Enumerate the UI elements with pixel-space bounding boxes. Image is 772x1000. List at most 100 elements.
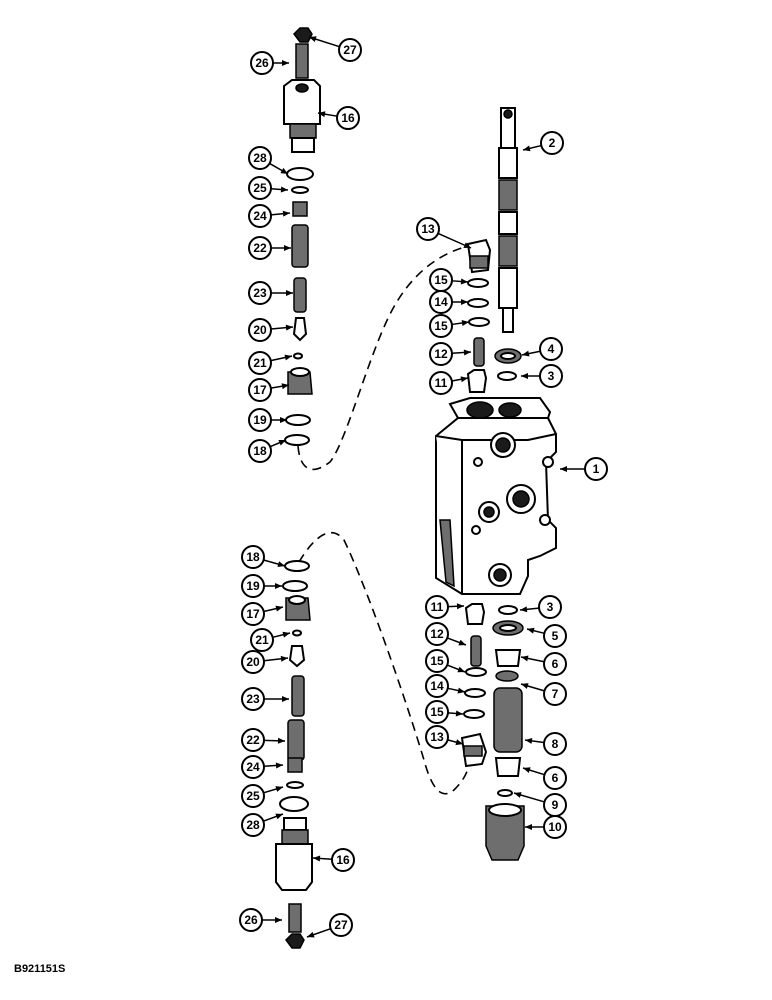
callout-number: 25 [253,181,267,195]
leader-arrowhead [280,186,288,193]
callout-25: 25 [248,176,289,200]
callout-number: 28 [253,151,267,165]
spool [498,107,518,333]
callout-number: 5 [552,629,559,643]
leader-arrowhead [458,639,466,646]
callout-circle [543,815,567,839]
oring-19-top [285,414,311,426]
callout-number: 6 [552,771,559,785]
leader-arrowhead [284,245,291,251]
leader-arrowhead [460,278,468,285]
callout-circle [338,38,362,62]
leader-arrowhead [286,290,293,296]
callout-circle [425,622,449,646]
leader-arrowhead [523,767,531,773]
callout-circle [241,545,265,569]
callout-number: 19 [253,413,267,427]
cap-10 [485,803,525,861]
seal-14-top [467,298,489,308]
callout-number: 16 [341,111,355,125]
leader-arrowhead [457,687,465,694]
callout-circle [241,650,265,674]
callout-number: 3 [547,600,554,614]
leader-arrowhead [560,466,567,472]
oring-3-bottom [498,605,518,615]
callout-number: 21 [253,356,267,370]
callout-layer: 2726162825242223202117191821315141512114… [239,36,608,938]
ring-21-bottom [292,629,302,637]
callout-circle [425,649,449,673]
callout-5: 5 [526,624,567,648]
callout-number: 28 [246,818,260,832]
screw-26-top [295,43,309,79]
callout-circle [416,217,440,241]
callout-number: 1 [593,462,600,476]
callout-12: 12 [429,342,472,366]
callout-number: 12 [434,347,448,361]
leader-arrowhead [455,739,463,746]
callout-circle [543,624,567,648]
retainer-6-upper [494,649,522,667]
callout-circle [248,378,272,402]
leader-arrowhead [307,931,315,938]
callout-20: 20 [248,318,294,342]
callout-number: 4 [548,342,555,356]
leader-arrowhead [523,145,531,152]
callout-circle [543,732,567,756]
callout-28: 28 [241,813,284,837]
callout-circle [241,755,265,779]
callout-number: 17 [253,383,267,397]
callout-circle [248,408,272,432]
callout-23: 23 [241,687,289,711]
spring-23-bottom [291,675,305,717]
leader-arrowhead [309,36,317,42]
dashed-assembly-line-top [297,243,477,471]
callout-21: 21 [250,628,291,652]
callout-28: 28 [248,146,289,175]
callout-number: 13 [430,730,444,744]
callout-number: 27 [343,43,357,57]
callout-15: 15 [429,268,469,292]
callout-circle [248,146,272,170]
leader-arrowhead [282,696,289,702]
leader-arrowhead [275,762,283,769]
callout-19: 19 [248,408,287,432]
callout-12: 12 [425,622,467,646]
callout-circle [429,290,453,314]
callout-number: 12 [430,627,444,641]
callout-16: 16 [312,848,355,872]
callout-23: 23 [248,281,293,305]
callout-circle [248,318,272,342]
spring-22-top [291,224,309,268]
nut-27-bottom [285,933,305,949]
callout-number: 11 [435,376,448,390]
callout-circle [336,106,360,130]
dashed-assembly-line-bottom [298,532,471,795]
leader-arrowhead [313,855,321,862]
callout-24: 24 [248,204,291,228]
callout-number: 25 [246,789,260,803]
callout-circle [241,784,265,808]
callout-15: 15 [429,314,470,338]
nut-24-bottom [287,757,303,773]
seal-15-bottom-a [465,667,487,677]
callout-11: 11 [429,371,469,395]
callout-circle [241,602,265,626]
callout-circle [425,725,449,749]
callout-number: 21 [255,633,269,647]
plug-13-top [466,238,492,274]
callout-circle [241,813,265,837]
leader-arrowhead [521,655,529,662]
callout-circle [543,682,567,706]
callout-15: 15 [425,649,466,673]
callout-number: 15 [430,654,444,668]
callout-number: 10 [548,820,562,834]
callout-6: 6 [520,652,567,676]
callout-circle [543,652,567,676]
leader-arrowhead [521,373,528,379]
callout-11: 11 [425,595,465,619]
callout-circle [241,574,265,598]
callout-number: 27 [334,918,348,932]
callout-26: 26 [250,51,289,75]
poppet-11-bottom [464,603,486,625]
